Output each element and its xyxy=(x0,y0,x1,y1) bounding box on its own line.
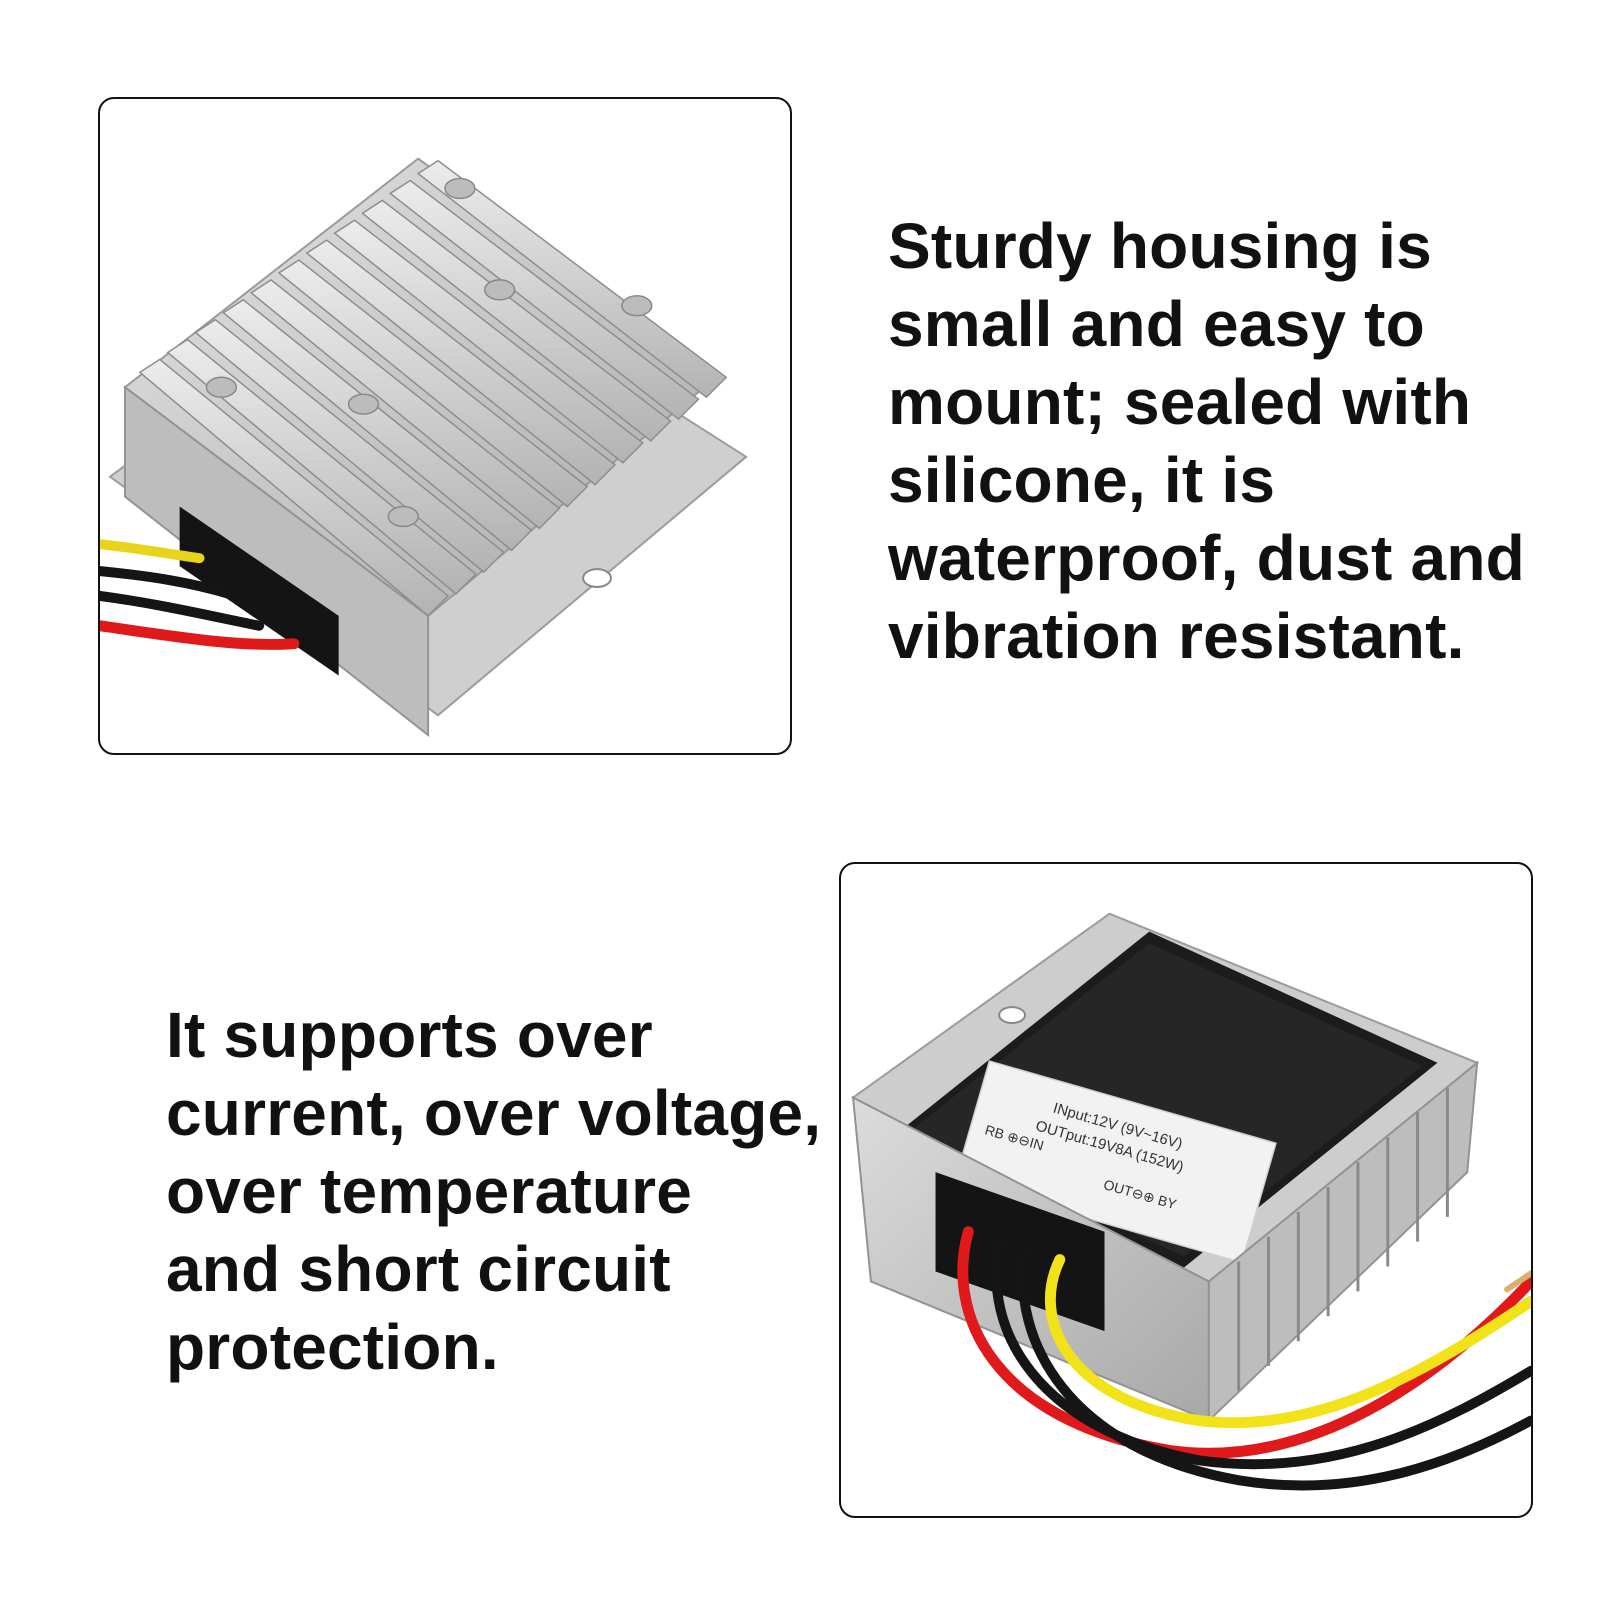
caption-line: over temperature xyxy=(166,1155,693,1227)
caption-line: protection. xyxy=(166,1311,499,1383)
spec-label: INput:12V (9V~16V) OUTput:19V8A (152W) R… xyxy=(954,1060,1277,1264)
caption-line: vibration resistant. xyxy=(888,600,1465,672)
caption-line: It supports over xyxy=(166,999,653,1071)
converter-illustration: INput:12V (9V~16V) OUTput:19V8A (152W) R… xyxy=(851,912,1531,1491)
converter-photo-frame: INput:12V (9V~16V) OUTput:19V8A (152W) R… xyxy=(839,862,1533,1518)
wires xyxy=(100,539,300,650)
housing-caption: Sturdy housing is small and easy to moun… xyxy=(888,207,1568,675)
mounting-posts xyxy=(205,177,653,528)
finned-housing-illustration xyxy=(100,157,748,738)
caption-line: mount; sealed with xyxy=(888,366,1472,438)
caption-line: and short circuit xyxy=(166,1233,671,1305)
wires xyxy=(957,1226,1531,1491)
caption-line: silicone, it is xyxy=(888,444,1276,516)
protection-caption: It supports over current, over voltage, … xyxy=(166,996,822,1386)
wire-grommet xyxy=(179,506,339,676)
side-fins xyxy=(1237,1087,1449,1391)
caption-line: small and easy to xyxy=(888,288,1425,360)
caption-line: Sturdy housing is xyxy=(888,210,1432,282)
heatsink-fins xyxy=(138,159,728,617)
caption-line: current, over voltage, xyxy=(166,1077,822,1149)
caption-line: waterproof, dust and xyxy=(888,522,1525,594)
housing-photo-frame xyxy=(98,97,792,755)
